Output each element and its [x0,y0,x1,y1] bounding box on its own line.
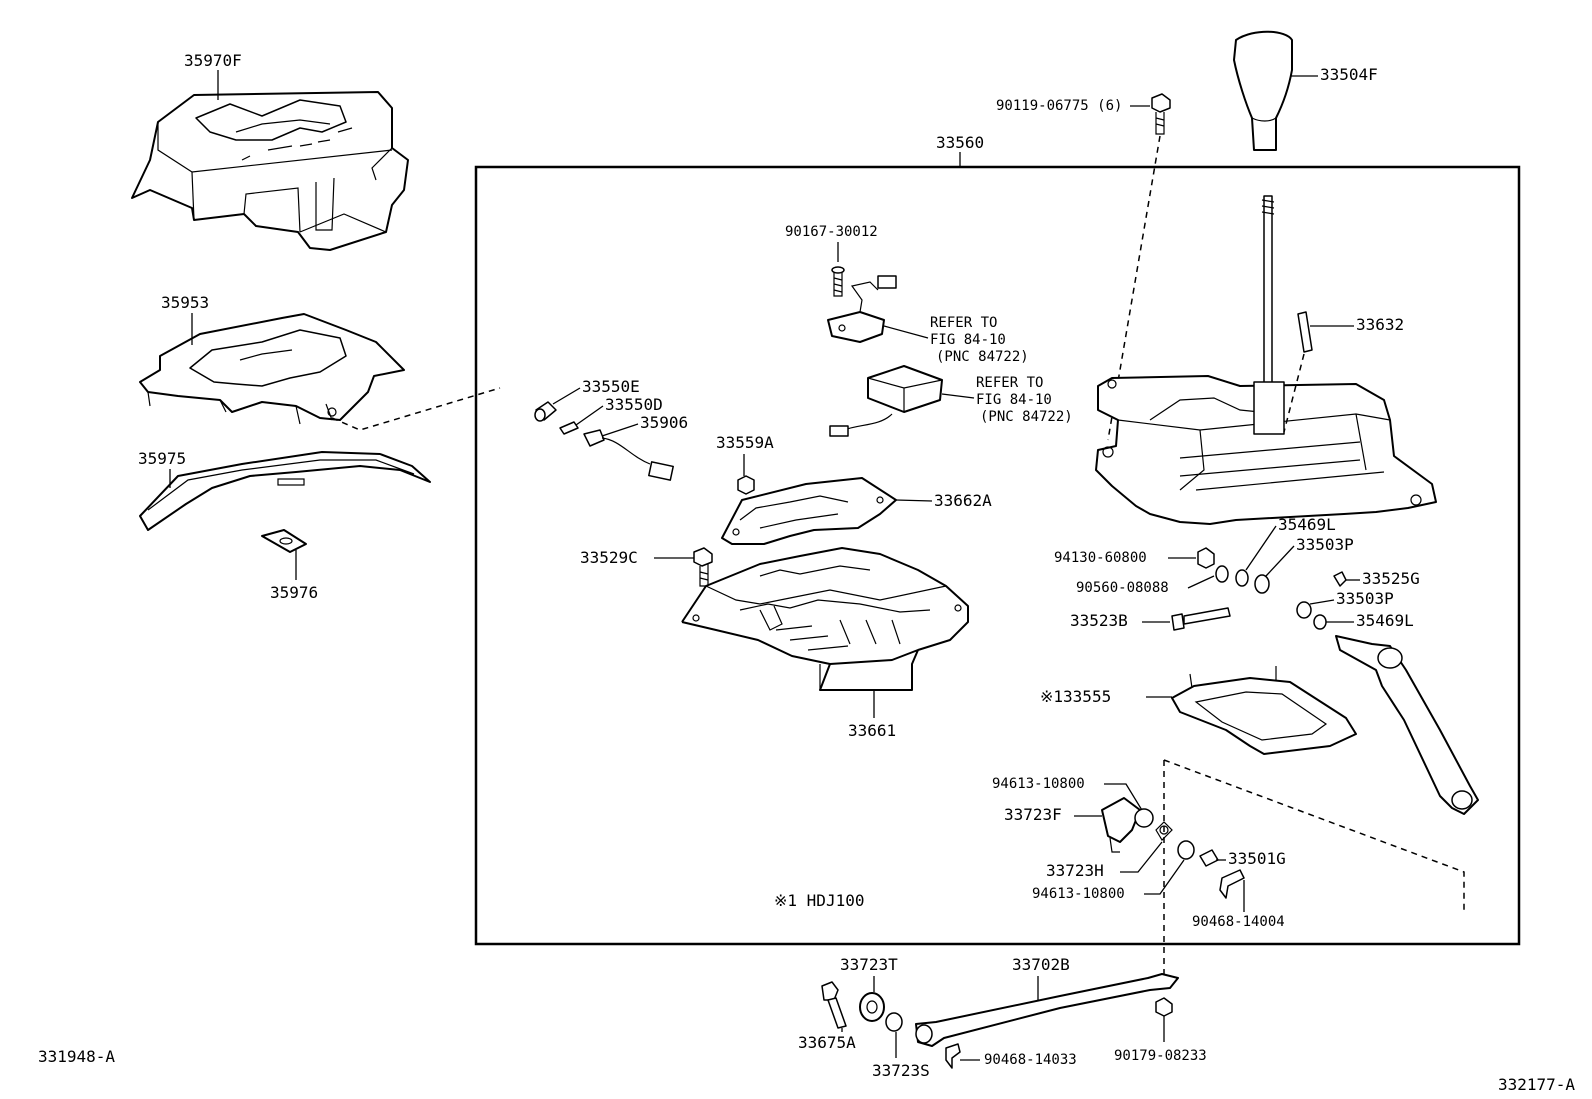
label-33503P-a: 33503P [1296,535,1354,554]
refer2-line3: (PNC 84722) [980,409,1073,425]
part-94613-washer-b [1177,840,1195,860]
part-90119-bolt [1151,93,1171,135]
part-33723T-bushing [859,992,885,1022]
refer2-line1: REFER TO [976,375,1043,391]
part-90560-washer [1215,565,1229,583]
label-33559A: 33559A [716,433,774,452]
part-33662A-indicator-plate [721,477,897,545]
part-park-switch [827,275,897,343]
label-35906: 35906 [640,413,688,432]
part-33675A-bolt [821,981,847,1029]
part-33632-pin [1297,311,1313,353]
label-33723S: 33723S [872,1061,930,1080]
label-35975: 35975 [138,449,186,468]
label-33723T: 33723T [840,955,898,974]
part-94130-nut [1197,547,1215,569]
label-33525G: 33525G [1362,569,1420,588]
part-shift-arm [1335,635,1479,815]
label-33501G: 33501G [1228,849,1286,868]
part-33661-indicator-housing [681,547,969,691]
part-33523B-bolt [1171,607,1231,631]
part-35953-shift-bezel [139,313,405,425]
label-94613-10800-a: 94613-10800 [992,776,1085,792]
label-33702B: 33702B [1012,955,1070,974]
label-94130-60800: 94130-60800 [1054,550,1147,566]
part-33550D-bulb [559,421,579,435]
part-90468-14033-clip [945,1043,961,1069]
label-133555: ※133555 [1040,687,1111,706]
assembly-frame-33560 [474,165,1521,946]
refer1-line3: (PNC 84722) [936,349,1029,365]
label-33523B: 33523B [1070,611,1128,630]
label-35976: 35976 [270,583,318,602]
reference-332177-A: 332177-A [1498,1075,1575,1094]
part-35970F-shift-console-cover [131,91,409,251]
label-35970F: 35970F [184,51,242,70]
refer2-line2: FIG 84-10 [976,392,1052,408]
label-33529C: 33529C [580,548,638,567]
part-33503P-ring-b [1296,601,1312,619]
part-133555-plate [1171,666,1357,755]
refer1-line2: FIG 84-10 [930,332,1006,348]
part-33504F-shift-knob [1233,30,1293,151]
label-90167-30012: 90167-30012 [785,224,878,240]
label-33723H: 33723H [1046,861,1104,880]
label-33723F: 33723F [1004,805,1062,824]
label-33504F: 33504F [1320,65,1378,84]
part-33723F-bracket [1101,797,1154,853]
part-33503P-ring-a [1254,574,1270,594]
part-35976-clip [261,529,307,553]
label-90468-14004: 90468-14004 [1192,914,1285,930]
label-33661: 33661 [848,721,896,740]
part-33501G-bushing [1199,849,1219,867]
label-33632: 33632 [1356,315,1404,334]
part-shift-lever-assembly [1095,195,1437,525]
label-35469L-a: 35469L [1278,515,1336,534]
part-33723S-collar [885,1012,903,1032]
label-90179-08233: 90179-08233 [1114,1048,1207,1064]
label-94613-10800-b: 94613-10800 [1032,886,1125,902]
part-90468-14004-clip [1219,869,1245,899]
part-shift-lock-solenoid [829,365,943,437]
part-33529C-bolt [693,547,713,587]
reference-331948-A: 331948-A [38,1047,115,1066]
part-90167-screw [831,266,845,297]
part-33702B-control-rod [915,973,1179,1047]
part-33723H-spring [1155,821,1173,841]
label-90119-06775: 90119-06775 (6) [996,98,1122,114]
part-33525G-clip [1333,571,1347,587]
part-35906-wire-harness [583,429,674,481]
label-33550E: 33550E [582,377,640,396]
part-33559A-nut [737,475,755,495]
label-33503P-b: 33503P [1336,589,1394,608]
label-33560-assembly: 33560 [936,133,984,152]
note-hdj100: ※1 HDJ100 [774,891,864,910]
part-33550E-bulb-socket [534,401,557,422]
label-33675A: 33675A [798,1033,856,1052]
label-35469L-b: 35469L [1356,611,1414,630]
label-33662A: 33662A [934,491,992,510]
part-35975-trim-plate [139,451,431,531]
part-90179-08233-nut [1155,997,1173,1017]
label-33550D: 33550D [605,395,663,414]
label-90468-14033: 90468-14033 [984,1052,1077,1068]
label-35953: 35953 [161,293,209,312]
label-90560-08088: 90560-08088 [1076,580,1169,596]
part-35469L-bushing-b [1313,614,1327,630]
part-35469L-bushing-a [1235,569,1249,587]
refer1-line1: REFER TO [930,315,997,331]
